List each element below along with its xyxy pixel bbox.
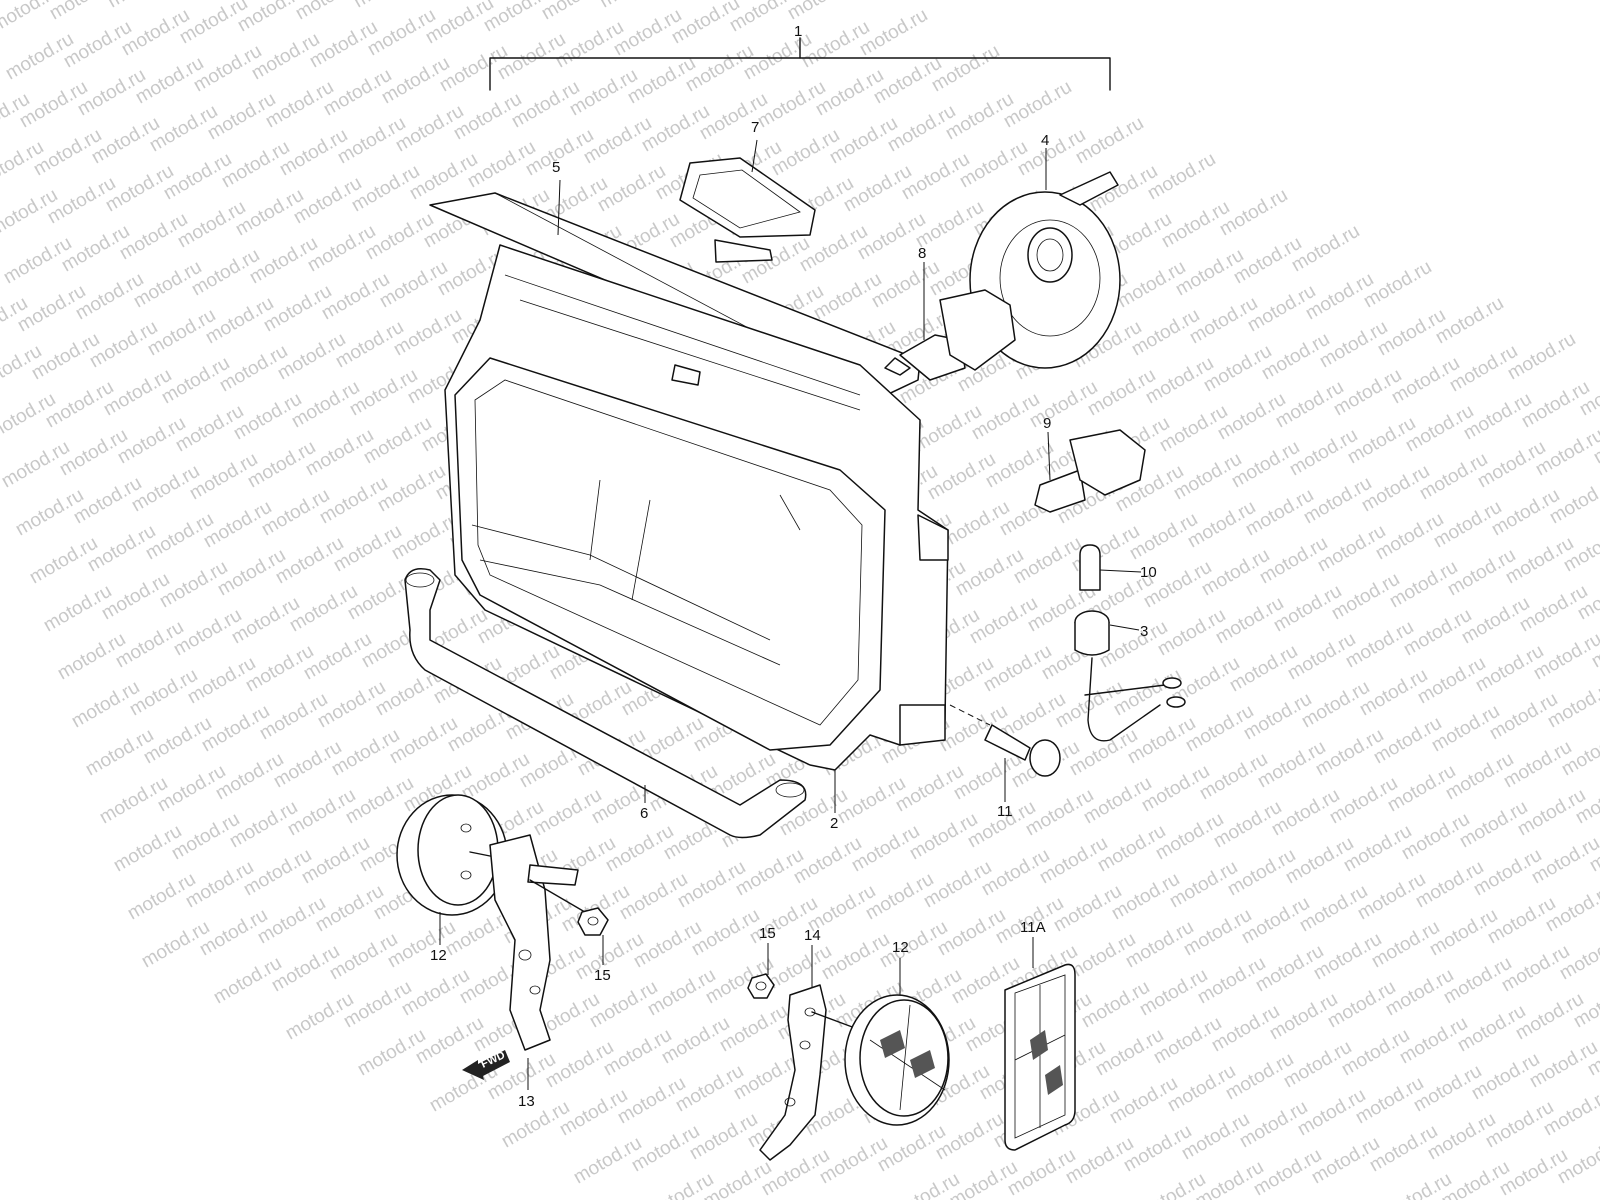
- reflector-left-part: [396, 794, 508, 916]
- assembly-bracket: [489, 37, 1111, 91]
- callout-labels: 1 5 7 4 8 9 10 3 11 2 6 12 15 13 15 14 1…: [430, 23, 1157, 1110]
- callout-5: 5: [552, 159, 560, 176]
- watermark-text: motod.ru: [104, 0, 179, 12]
- callout-8: 8: [918, 245, 926, 262]
- position-bulb-part: [1079, 544, 1101, 591]
- reflector-right-part: [844, 994, 950, 1126]
- reflector-rect-part: [1004, 963, 1076, 1151]
- bulb-part: [1034, 429, 1146, 513]
- callout-3: 3: [1140, 623, 1148, 640]
- callout-15-right: 15: [759, 925, 776, 942]
- watermark-text: motod.ru: [784, 0, 859, 24]
- bracket-left-part: [489, 834, 591, 1051]
- callout-15-left: 15: [594, 967, 611, 984]
- callout-7: 7: [751, 119, 759, 136]
- watermark-text: motod.ru: [350, 0, 425, 12]
- callout-4: 4: [1041, 132, 1049, 149]
- adjuster-pin: [714, 239, 773, 263]
- nut-right-part: [747, 973, 775, 999]
- bracket-right-part: [759, 984, 856, 1161]
- callout-9: 9: [1043, 415, 1051, 432]
- callout-2: 2: [830, 815, 838, 832]
- callout-12-left: 12: [430, 947, 447, 964]
- callout-11: 11: [997, 803, 1013, 820]
- leader-lines: [439, 139, 1142, 1090]
- callout-14: 14: [804, 927, 821, 944]
- callout-11a: 11A: [1020, 919, 1046, 936]
- callout-13: 13: [518, 1093, 535, 1110]
- gasket-plate-part: [679, 157, 816, 238]
- screw-part: [949, 704, 1061, 777]
- headlamp-housing: [444, 244, 949, 771]
- lower-trim-bar: [404, 568, 807, 839]
- watermark-text: motod.ru: [596, 0, 671, 12]
- callout-12-right: 12: [892, 939, 909, 956]
- headlight-bulb-part: [884, 289, 1016, 381]
- callout-6: 6: [640, 805, 648, 822]
- callout-10: 10: [1140, 564, 1157, 581]
- nut-left-part: [577, 907, 609, 936]
- socket-wire-part: [1074, 610, 1186, 742]
- callout-1: 1: [794, 23, 802, 40]
